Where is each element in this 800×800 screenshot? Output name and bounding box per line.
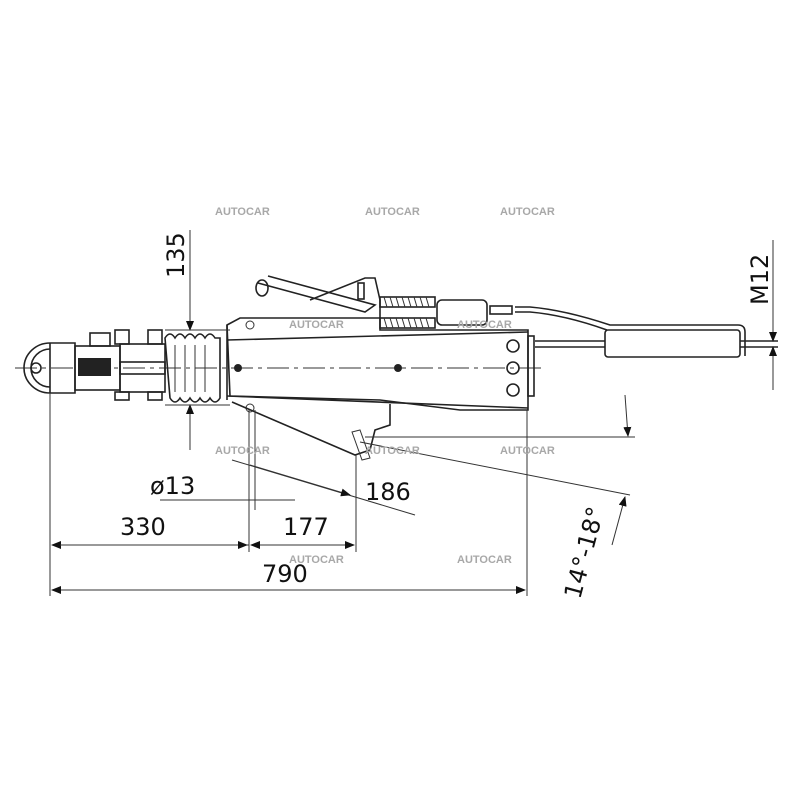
bellows — [164, 333, 221, 403]
dim-hole-label: ø13 — [150, 472, 195, 500]
dim-angle — [359, 394, 635, 546]
dim-m12-label: M12 — [746, 254, 774, 305]
watermark: AUTOCAR — [289, 554, 344, 566]
handbrake-lever — [255, 275, 381, 318]
dim-186-label: 186 — [365, 478, 411, 506]
watermark: AUTOCAR — [215, 206, 270, 218]
lower-bracket — [231, 401, 391, 456]
dim-angle-label: 14°-18° — [559, 504, 610, 602]
dim-790-label: 790 — [262, 560, 308, 588]
dim-186-arrow — [249, 464, 351, 497]
watermark: AUTOCAR — [365, 206, 420, 218]
dim-135 — [165, 230, 230, 450]
watermark: AUTOCAR — [457, 319, 512, 331]
dim-135-label: 135 — [162, 232, 190, 278]
coupling-head — [23, 329, 166, 401]
housing — [226, 317, 535, 413]
dim-177-label: 177 — [283, 513, 329, 541]
watermark: AUTOCAR — [289, 319, 344, 331]
watermark: AUTOCAR — [365, 445, 420, 457]
spring — [379, 296, 513, 329]
bracket-bolt — [351, 429, 371, 461]
dim-330-label: 330 — [120, 513, 166, 541]
watermark: AUTOCAR — [500, 206, 555, 218]
watermark: AUTOCAR — [215, 445, 270, 457]
watermark: AUTOCAR — [500, 445, 555, 457]
brake-rod — [515, 306, 778, 358]
watermark: AUTOCAR — [457, 554, 512, 566]
